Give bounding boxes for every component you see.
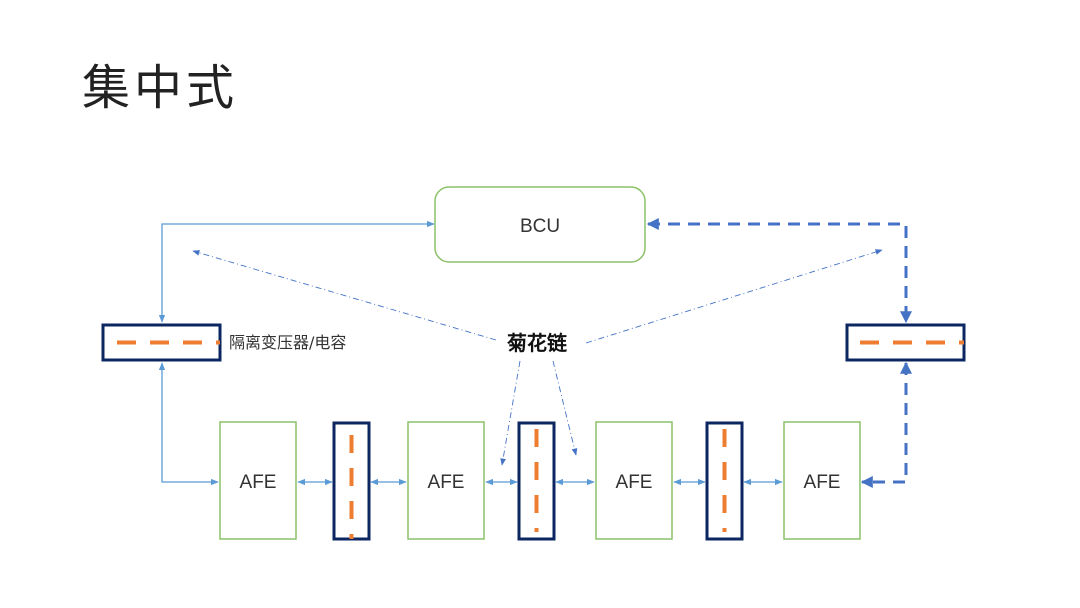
- right-link-bcu-to-isolator: [646, 218, 912, 324]
- right-link-isolator-to-afe: [860, 361, 912, 488]
- isolator-vertical-3: [705, 421, 744, 541]
- bcu-label: BCU: [520, 216, 560, 237]
- afe-label: AFE: [428, 472, 465, 493]
- isolator-left: [101, 323, 222, 362]
- afe-node-3: AFE: [595, 421, 673, 540]
- afe-label: AFE: [804, 472, 841, 493]
- afe-node-4: AFE: [783, 421, 861, 540]
- pointer-right-link: [585, 249, 883, 344]
- afe-label: AFE: [616, 472, 653, 493]
- daisy-chain-pointers: [192, 249, 883, 466]
- isolator-label: 隔离变压器/电容: [229, 333, 346, 352]
- isolator-vertical-2: [517, 421, 556, 541]
- afe-label: AFE: [240, 472, 277, 493]
- afe-node-2: AFE: [407, 421, 485, 540]
- isolator-vertical-1: [332, 421, 371, 541]
- daisy-chain-label: 菊花链: [507, 331, 568, 355]
- bcu-node: BCU: [434, 186, 646, 263]
- pointer-left-link: [192, 250, 497, 341]
- isolator-right: [845, 323, 966, 362]
- left-link-bcu-to-isolator: [158, 220, 435, 323]
- afe-node-1: AFE: [219, 421, 297, 540]
- pointer-lower-right: [552, 360, 578, 456]
- left-link-isolator-to-afe: [158, 362, 219, 486]
- pointer-lower-left: [500, 360, 521, 466]
- page-title: 集中式: [82, 60, 239, 116]
